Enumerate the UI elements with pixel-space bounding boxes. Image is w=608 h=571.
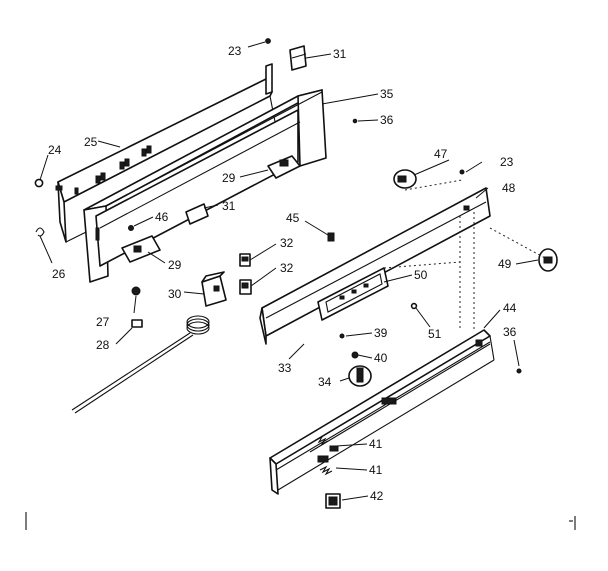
label-39: 39 [374,326,388,340]
switch-42 [325,493,341,509]
label-24: 24 [48,143,62,157]
screw-36-top [352,118,358,124]
label-30: 30 [168,287,182,301]
washer-40 [351,351,359,359]
knob-49 [538,248,558,272]
label-35: 35 [380,87,394,101]
backguard-frame [83,89,327,283]
label-23-right: 23 [500,155,514,169]
vent-slots [55,145,152,195]
clip-31-mid [185,203,209,225]
clock-display [317,267,389,321]
label-28: 28 [96,338,110,352]
label-31-mid: 31 [222,199,236,213]
screw-46 [128,225,134,231]
capillary-coil [71,315,210,414]
screw-23-top [265,38,271,44]
label-29-upper: 29 [222,171,236,185]
thermostat [201,271,227,307]
bracket-29-lower [121,235,161,263]
clip-31-top [289,45,307,71]
leader-lines [39,41,539,501]
screw-28 [131,319,143,328]
label-45: 45 [286,211,300,225]
label-23-top: 23 [228,44,242,58]
screw-36-bottom [516,368,522,374]
label-40: 40 [374,351,388,365]
label-47: 47 [434,147,448,161]
label-42: 42 [370,489,384,503]
label-41-lower: 41 [369,463,383,477]
part-labels: 23 31 35 36 24 25 26 29 46 31 29 27 28 3… [48,44,517,503]
lower-panel [269,329,495,495]
label-32-upper: 32 [280,236,294,250]
bushing-27 [131,286,141,296]
springs-41 [315,435,339,476]
knob-47 [393,169,417,189]
screw-45 [327,232,335,242]
label-50: 50 [414,268,428,282]
label-27: 27 [96,315,110,329]
label-46: 46 [155,210,169,224]
label-49: 49 [498,257,512,271]
screw-51 [410,302,418,310]
switch-32-upper [239,253,251,267]
label-29-lower: 29 [168,258,182,272]
label-48: 48 [502,181,516,195]
label-41-upper: 41 [369,437,383,451]
label-36-top: 36 [380,113,394,127]
label-31-top: 31 [333,47,347,61]
washer-39 [339,333,345,339]
label-25: 25 [84,135,98,149]
alignment-lines [383,179,546,330]
label-32-lower: 32 [280,261,294,275]
label-36-bottom: 36 [503,325,517,339]
label-26: 26 [52,267,66,281]
label-44: 44 [503,301,517,315]
clip-26 [35,227,45,237]
screw-24 [34,178,44,188]
screw-23-right [459,169,465,175]
label-34: 34 [318,375,332,389]
switch-32-lower [239,279,252,295]
label-33: 33 [278,361,292,375]
label-51: 51 [428,327,442,341]
control-panel [259,187,491,345]
bracket-29-upper [267,155,301,179]
corner-mark-right [569,516,576,530]
knob-34 [348,365,372,387]
